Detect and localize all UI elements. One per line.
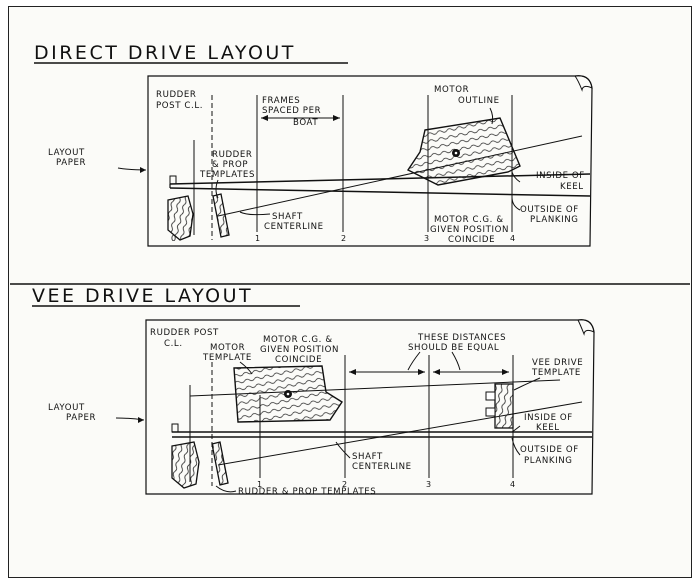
vee-motor-template-label-2: TEMPLATE [202, 353, 252, 363]
direct-templates-label-2: & PROP [212, 160, 248, 170]
vee-rudder-post-label-1: RUDDER POST [150, 328, 219, 338]
direct-frames-label-3: BOAT [293, 118, 318, 128]
vee-drive-template-label-1: VEE DRIVE [532, 358, 583, 368]
vee-rudder-template [171, 441, 200, 489]
direct-templates-label-3: TEMPLATES [199, 170, 255, 180]
vee-outside-planking-label-1: OUTSIDE OF [520, 445, 579, 455]
direct-title: DIRECT DRIVE LAYOUT [34, 42, 296, 64]
vee-prop-template [211, 441, 229, 486]
vee-frame-num-4: 4 [510, 480, 515, 489]
vee-inside-keel-label-1: INSIDE OF [524, 413, 573, 423]
direct-frame-num-1: 1 [255, 234, 260, 243]
direct-motor-outline [406, 117, 521, 186]
direct-rudder-post-label-1: RUDDER [156, 90, 197, 100]
direct-frame-num-0: 0 [171, 234, 176, 243]
direct-layout-paper-label-1: LAYOUT [48, 148, 85, 158]
vee-title: VEE DRIVE LAYOUT [32, 285, 253, 307]
direct-rudder-post-label-2: POST C.L. [156, 101, 203, 111]
direct-shaft-label-1: SHAFT [272, 212, 303, 222]
vee-inside-keel-label-2: KEEL [536, 423, 560, 433]
vee-frame-num-2: 2 [342, 480, 347, 489]
vee-outside-planking-label-2: PLANKING [524, 456, 573, 466]
vee-shaft-centerline [217, 401, 583, 466]
vee-frame-num-1: 1 [257, 480, 262, 489]
vee-templates-label: RUDDER & PROP TEMPLATES [238, 487, 376, 497]
vee-motor-template-label-1: MOTOR [210, 343, 245, 353]
direct-frame-num-3: 3 [424, 234, 429, 243]
direct-layout-paper-label-2: PAPER [56, 158, 86, 168]
direct-paper-curl [574, 75, 593, 92]
vee-motor-template [233, 365, 343, 423]
direct-frames-label-2: SPACED PER [262, 106, 321, 116]
vee-drive-template [485, 383, 514, 429]
direct-inside-keel-line [169, 173, 591, 185]
direct-outside-planking-label-1: OUTSIDE OF [520, 205, 579, 215]
vee-rudder-post-label-2: C.L. [164, 339, 183, 349]
direct-cg-label-1: MOTOR C.G. & [434, 215, 504, 225]
direct-cg-label-2: GIVEN POSITION [430, 225, 509, 235]
direct-inside-keel-label-1: INSIDE OF [536, 171, 585, 181]
vee-frame-num-3: 3 [426, 480, 431, 489]
vee-layout-paper-label-1: LAYOUT [48, 403, 85, 413]
direct-shaft-label-2: CENTERLINE [264, 222, 324, 232]
direct-motor-outline-label-1: MOTOR [434, 85, 469, 95]
vee-shaft-label-1: SHAFT [352, 452, 383, 462]
vee-cg-label-1: MOTOR C.G. & [263, 335, 333, 345]
direct-inside-keel-label-2: KEEL [560, 182, 584, 192]
page-frame [8, 6, 692, 578]
vee-layout-paper-label-2: PAPER [66, 413, 96, 423]
vee-cg-label-3: COINCIDE [275, 355, 322, 365]
direct-cg-label-3: COINCIDE [448, 235, 495, 245]
direct-frame-num-2: 2 [341, 234, 346, 243]
direct-outside-planking-label-2: PLANKING [530, 215, 579, 225]
direct-outside-planking-line [169, 187, 591, 197]
direct-frame-num-4: 4 [510, 234, 515, 243]
direct-rudder-template [167, 195, 194, 241]
direct-templates-label-1: RUDDER [212, 150, 253, 160]
direct-shaft-centerline [217, 135, 583, 217]
vee-cg-label-2: GIVEN POSITION [260, 345, 339, 355]
direct-frames-label-1: FRAMES [262, 96, 300, 106]
vee-drive-template-label-2: TEMPLATE [531, 368, 581, 378]
direct-motor-outline-label-2: OUTLINE [458, 96, 500, 106]
direct-prop-template [212, 193, 230, 238]
vee-distances-label-1: THESE DISTANCES [417, 333, 506, 343]
vee-shaft-label-2: CENTERLINE [352, 462, 412, 472]
vee-paper-curl [577, 319, 595, 336]
vee-distances-label-2: SHOULD BE EQUAL [408, 343, 499, 353]
